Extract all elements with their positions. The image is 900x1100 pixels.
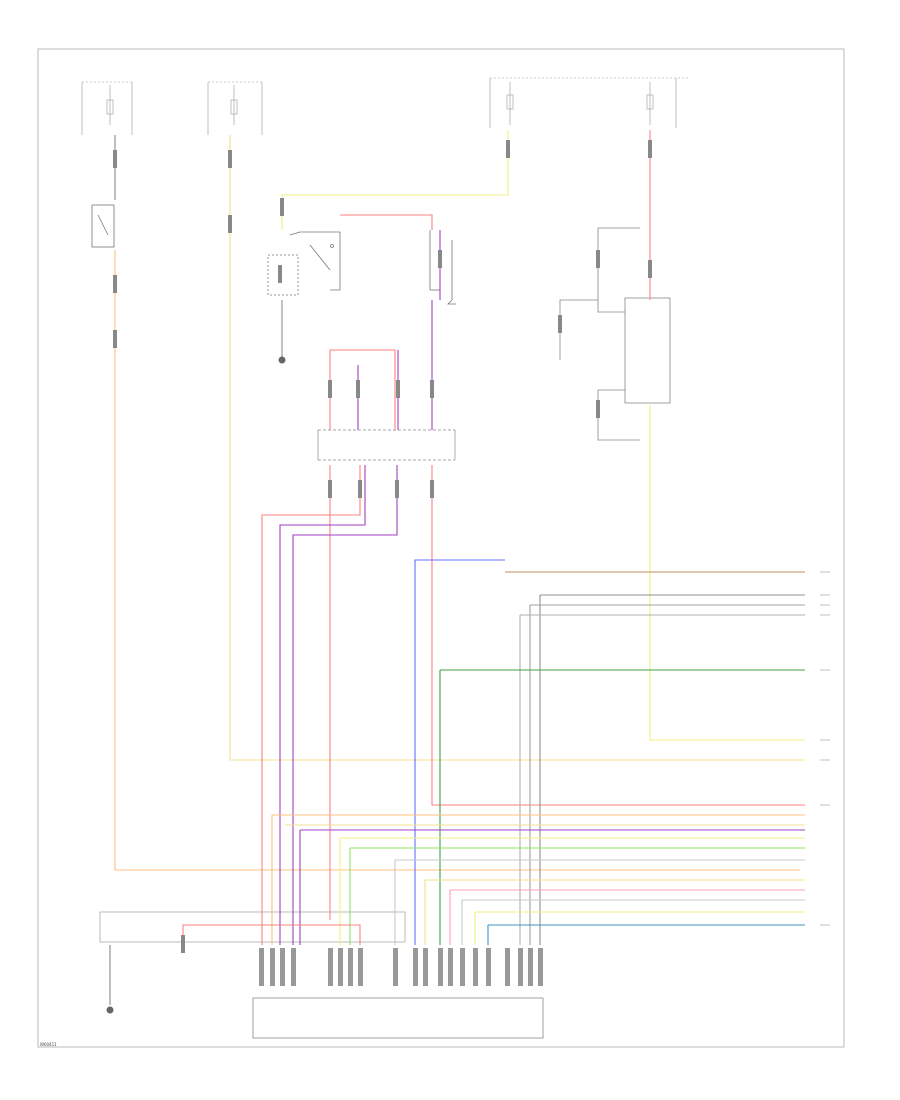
fuse-block-center xyxy=(317,429,456,461)
fuse-block-right xyxy=(489,77,690,128)
relay-component xyxy=(267,230,456,305)
brake-switch-component xyxy=(91,204,115,248)
right-terminals xyxy=(820,571,830,926)
connector-stubs xyxy=(113,140,652,953)
bottom-connector-pins xyxy=(259,948,543,986)
diagram-frame xyxy=(37,48,845,1048)
fuse-block-second xyxy=(207,81,263,135)
control-module-right xyxy=(559,227,671,441)
wires xyxy=(109,130,805,1005)
ground-symbols xyxy=(106,300,286,1014)
trailer-module-bottom xyxy=(99,911,544,1039)
fuse-block-left xyxy=(81,81,133,135)
diagram-code: W60411 xyxy=(40,1042,57,1047)
